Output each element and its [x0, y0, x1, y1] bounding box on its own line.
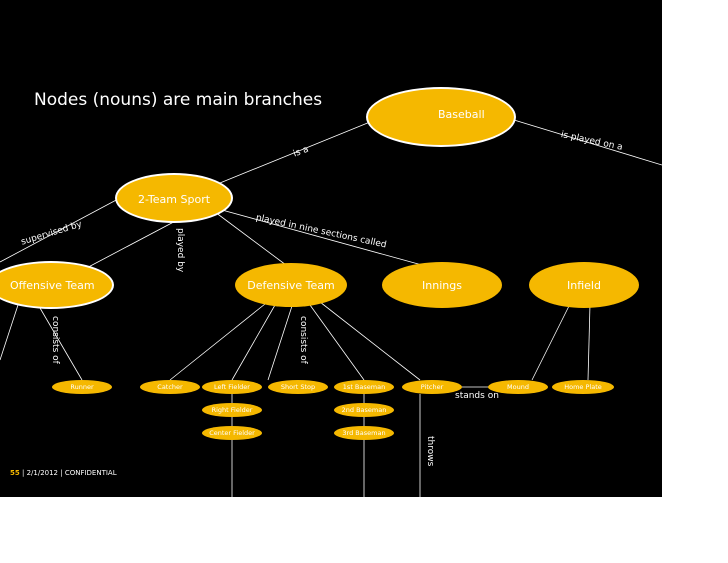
- edge-infield-home-plate: [587, 303, 591, 381]
- slide-canvas: Nodes (nouns) are main branches Baseball…: [0, 0, 662, 497]
- edge-baseball-right: [513, 119, 662, 166]
- node-team-sport: 2-Team Sport: [115, 173, 233, 223]
- node-defensive-team-label: Defensive Team: [247, 278, 335, 292]
- node-innings: Innings: [382, 262, 502, 308]
- link-label-throws: throws: [425, 436, 435, 467]
- edge-defense-left-fielder: [231, 304, 276, 381]
- leaf-1st-baseman: 1st Baseman: [334, 380, 394, 394]
- leaf-mound: Mound: [488, 380, 548, 394]
- edge-offense-runner: [39, 307, 83, 381]
- edge-team-sport-defense: [214, 211, 291, 269]
- edge-defense-catcher: [169, 303, 266, 381]
- node-offensive-team-label: Offensive Team: [10, 278, 95, 292]
- edge-defense-1st-base: [309, 304, 365, 381]
- node-baseball-label: Baseball: [438, 108, 485, 121]
- leaf-left-fielder: Left Fielder: [202, 380, 262, 394]
- connector-lines: [0, 119, 662, 497]
- page-number: 55: [10, 469, 20, 477]
- leaf-center-fielder: Center Fielder: [202, 426, 262, 440]
- node-defensive-team: Defensive Team: [235, 263, 347, 307]
- edge-defense-short-stop: [267, 305, 293, 381]
- leaf-right-fielder: Right Fielder: [202, 403, 262, 417]
- edge-team-sport-offense: [0, 197, 121, 263]
- slide-footer: 55 | 2/1/2012 | CONFIDENTIAL: [10, 469, 117, 477]
- leaf-2nd-baseman: 2nd Baseman: [334, 403, 394, 417]
- leaf-3rd-baseman: 3rd Baseman: [334, 426, 394, 440]
- link-label-consists-of-offense: consists of: [50, 316, 60, 364]
- node-infield-label: Infield: [567, 278, 601, 292]
- leaf-short-stop: Short Stop: [268, 380, 328, 394]
- node-baseball: Baseball: [366, 87, 516, 147]
- node-innings-label: Innings: [422, 278, 462, 292]
- edge-team-sport-innings: [221, 209, 441, 271]
- edge-defense-pitcher: [319, 301, 421, 381]
- link-label-consists-of-defense: consists of: [298, 316, 308, 364]
- leaf-home-plate: Home Plate: [552, 380, 614, 394]
- leaf-runner: Runner: [52, 380, 112, 394]
- slide-heading: Nodes (nouns) are main branches: [34, 90, 323, 110]
- footer-text: | 2/1/2012 | CONFIDENTIAL: [21, 469, 117, 477]
- node-infield: Infield: [529, 262, 639, 308]
- node-offensive-team: Offensive Team: [0, 261, 114, 309]
- leaf-catcher: Catcher: [140, 380, 200, 394]
- edge-infield-mound: [531, 303, 571, 381]
- edge-baseball-team-sport: [214, 121, 371, 186]
- link-label-played-by: played by: [175, 228, 185, 273]
- node-team-sport-label: 2-Team Sport: [137, 193, 211, 206]
- link-label-stands-on: stands on: [455, 391, 499, 401]
- edge-offense-left: [0, 304, 19, 361]
- leaf-pitcher: Pitcher: [402, 380, 462, 394]
